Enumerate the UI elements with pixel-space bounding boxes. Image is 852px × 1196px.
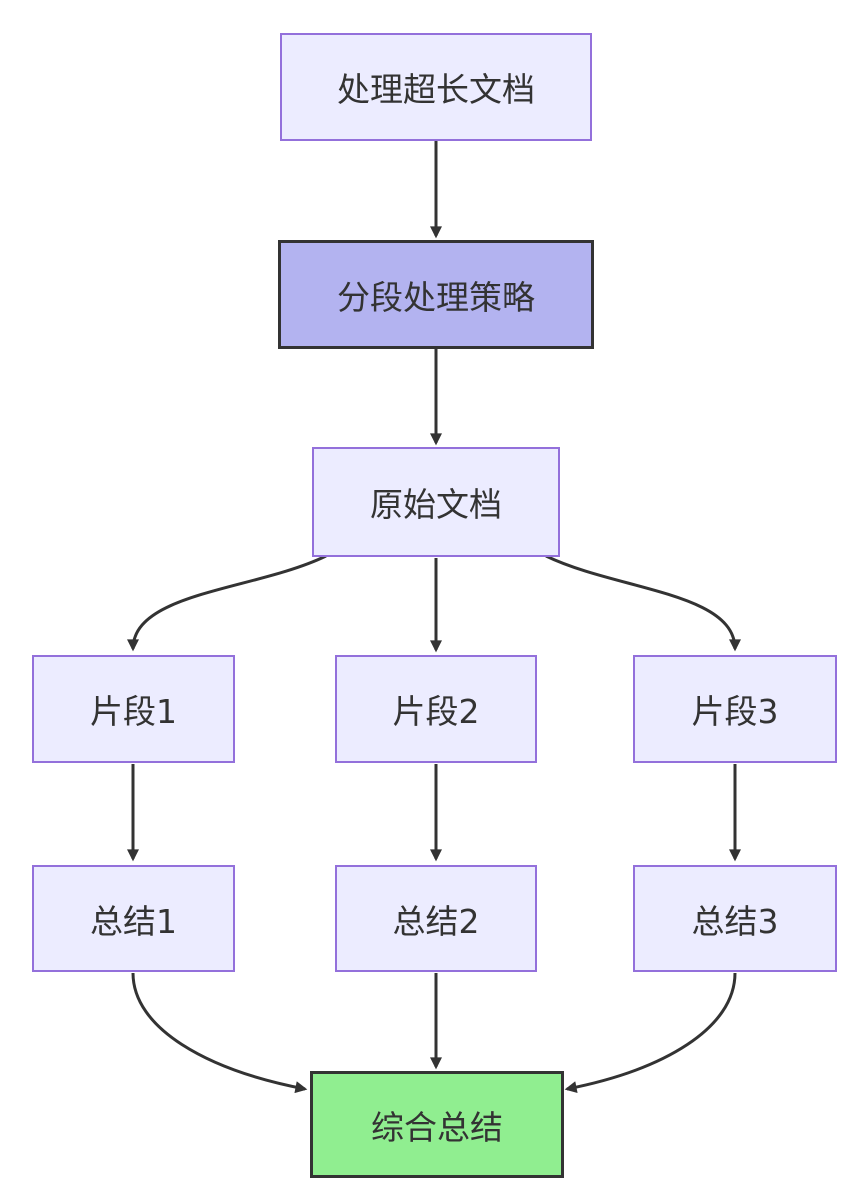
node-seg3-label: 片段3 xyxy=(691,692,779,731)
node-sum2-label: 总结2 xyxy=(392,901,480,941)
node-original-label: 原始文档 xyxy=(370,485,502,524)
node-final-label: 综合总结 xyxy=(371,1107,503,1147)
node-seg2-label: 片段2 xyxy=(392,692,480,731)
node-sum2: 总结2 xyxy=(335,865,537,972)
node-start-label: 处理超长文档 xyxy=(337,70,535,109)
node-sum3-label: 总结3 xyxy=(691,901,779,941)
node-final: 综合总结 xyxy=(310,1071,564,1178)
node-seg2: 片段2 xyxy=(335,655,537,763)
edge-original-seg3 xyxy=(545,554,741,652)
edge-sum1-final xyxy=(131,972,308,1094)
node-seg1: 片段1 xyxy=(32,655,235,763)
node-sum1: 总结1 xyxy=(32,865,235,972)
node-strategy-label: 分段处理策略 xyxy=(337,277,535,317)
node-sum3: 总结3 xyxy=(633,865,837,972)
edge-sum3-final xyxy=(564,972,737,1094)
node-seg1-label: 片段1 xyxy=(90,692,177,731)
node-strategy: 分段处理策略 xyxy=(278,240,594,349)
node-start: 处理超长文档 xyxy=(280,33,592,141)
edge-original-seg1 xyxy=(127,554,327,652)
node-seg3: 片段3 xyxy=(633,655,837,763)
node-sum1-label: 总结1 xyxy=(90,901,177,941)
node-original: 原始文档 xyxy=(312,447,560,557)
